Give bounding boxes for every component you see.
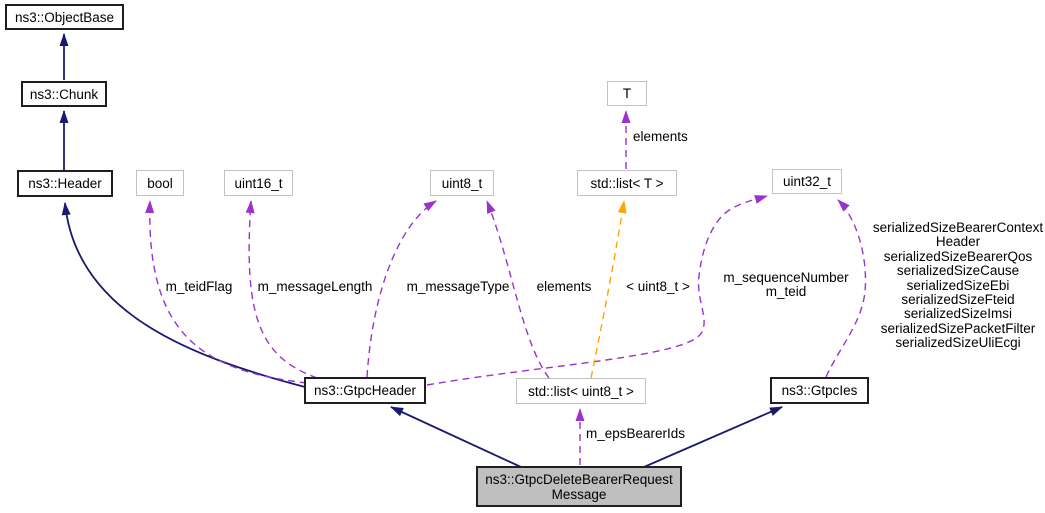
node-ns3-objectbase[interactable]: ns3::ObjectBase xyxy=(5,4,124,30)
edge-gtpcheader-to-header xyxy=(61,202,306,388)
node-uint16-t: uint16_t xyxy=(224,170,293,196)
node-ns3-gtpcies[interactable]: ns3::GtpcIes xyxy=(770,377,869,404)
serialized-line: serializedSizeEbi xyxy=(906,277,1010,293)
node-uint8-t: uint8_t xyxy=(430,170,494,196)
node-template-t: T xyxy=(607,81,647,106)
edge-message-to-gtpcheader xyxy=(390,406,522,468)
node-ns3-header[interactable]: ns3::Header xyxy=(17,170,113,197)
main-node-label-line2: Message xyxy=(551,486,607,502)
node-ns3-gtpcheader[interactable]: ns3::GtpcHeader xyxy=(304,377,426,404)
serialized-line: serializedSizeImsi xyxy=(903,306,1013,322)
serialized-line: Header xyxy=(935,234,981,250)
edge-label-sequence-teid: m_sequenceNumber m_teid xyxy=(723,270,849,300)
edge-label-elements-list: elements xyxy=(536,279,592,294)
edge-listuint8-to-uint8 xyxy=(486,200,550,379)
edge-gtpcheader-to-uint32 xyxy=(426,195,768,386)
edge-label-m-epsbearerids: m_epsBearerIds xyxy=(586,426,686,441)
edge-gtpcheader-to-uint8 xyxy=(366,200,437,378)
edge-label-elements-t: elements xyxy=(633,129,688,144)
edge-label-serialized-sizes: serializedSizeBearerContext Header seria… xyxy=(872,220,1044,351)
node-std-list-t: std::list< T > xyxy=(577,170,677,196)
edge-label-sequence-line: m_sequenceNumber xyxy=(723,270,849,285)
serialized-line: serializedSizeCause xyxy=(896,263,1020,279)
edge-label-teid-line: m_teid xyxy=(765,284,807,300)
serialized-line: serializedSizeUliEcgi xyxy=(895,335,1021,351)
edge-message-to-gtpcies xyxy=(643,406,783,468)
serialized-line: serializedSizeBearerContext xyxy=(872,220,1044,235)
node-ns3-gtpcdeletebearerrequestmessage: ns3::GtpcDeleteBearerRequest Message xyxy=(476,466,682,507)
edge-gtpcies-to-uint32 xyxy=(825,199,867,378)
serialized-line: serializedSizeFteid xyxy=(901,292,1015,308)
edge-label-m-teidflag: m_teidFlag xyxy=(165,279,233,294)
serialized-line: serializedSizeBearerQos xyxy=(883,248,1033,264)
edge-label-m-messagetype: m_messageType xyxy=(406,279,510,294)
node-uint32-t: uint32_t xyxy=(772,169,842,194)
edge-listuint8-to-listt xyxy=(590,200,627,379)
edge-label-template-args: < uint8_t > xyxy=(626,279,690,294)
main-node-label-line1: ns3::GtpcDeleteBearerRequest xyxy=(485,471,673,487)
edge-label-m-messagelength: m_messageLength xyxy=(257,279,373,294)
serialized-line: serializedSizePacketFilter xyxy=(880,320,1036,336)
node-ns3-chunk[interactable]: ns3::Chunk xyxy=(21,81,107,107)
node-std-list-uint8-t: std::list< uint8_t > xyxy=(516,378,646,404)
node-bool: bool xyxy=(136,170,184,196)
edge-gtpcheader-to-bool xyxy=(145,200,308,384)
